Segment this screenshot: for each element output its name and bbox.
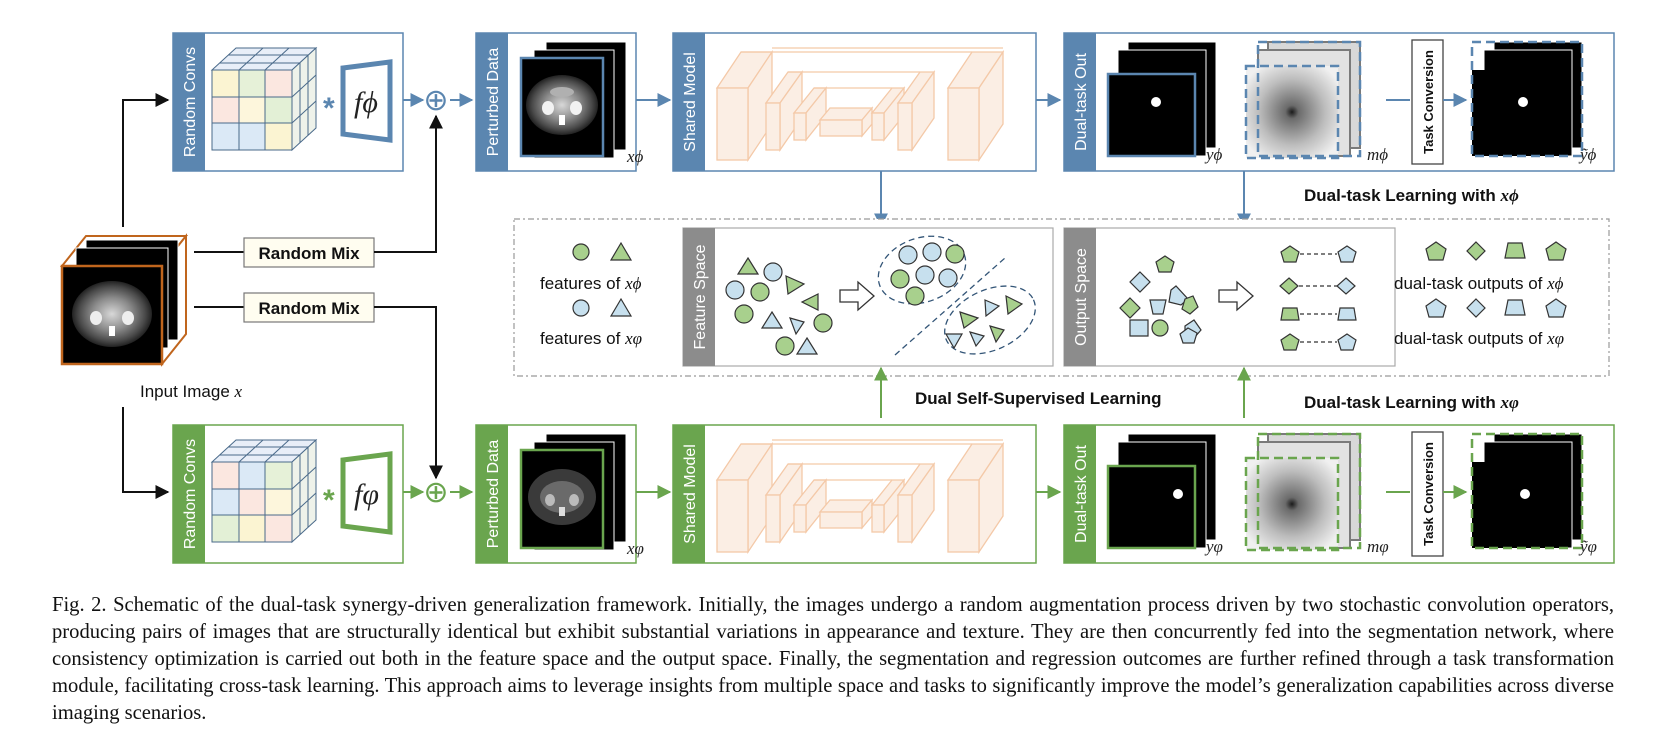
- output-space-label: Output Space: [1073, 248, 1090, 346]
- shared-model-box-varphi: Shared Model: [672, 424, 1037, 564]
- oplus-top: ⊕: [423, 83, 448, 118]
- unet-varphi: [715, 439, 1005, 555]
- figure-caption: Fig. 2. Schematic of the dual-task syner…: [52, 594, 1614, 724]
- input-image-label: Input Image x: [140, 382, 243, 401]
- converted-segmentation-phi: [1472, 70, 1560, 156]
- feature-scatter-mixed: [725, 256, 833, 356]
- m-varphi-label: mφ: [1367, 537, 1389, 556]
- random-convs-label-phi: Random Convs: [182, 47, 199, 157]
- task-conversion-label-phi: Task Conversion: [1421, 50, 1436, 154]
- outputs-of-phi-text: dual-task outputs of xϕ: [1394, 274, 1564, 293]
- ytilde-phi-label: ỹϕ: [1578, 145, 1597, 164]
- f-varphi-symbol: fφ: [354, 478, 379, 511]
- input-image-stack: [59, 233, 189, 367]
- dtl-varphi-title: Dual-task Learning with xφ: [1304, 393, 1519, 412]
- ct-image-varphi: [519, 448, 605, 550]
- feature-scatter-clustered: [877, 235, 1036, 356]
- kernel-cube-varphi: [210, 438, 318, 544]
- outputs-of-varphi-text: dual-task outputs of xφ: [1394, 329, 1564, 348]
- output-pairs: [1279, 245, 1357, 351]
- feature-space-label: Feature Space: [692, 244, 709, 349]
- dual-task-out-box-varphi: Dual-task Out yφ mφ Task Conversion ỹφ: [1063, 424, 1615, 564]
- shared-model-label-varphi: Shared Model: [682, 444, 699, 544]
- features-legend: features of xϕ features of xφ: [540, 241, 642, 348]
- shared-model-label-phi: Shared Model: [682, 52, 699, 152]
- converted-segmentation-varphi: [1472, 462, 1560, 548]
- distance-map-varphi: [1244, 456, 1340, 552]
- segmentation-map-varphi: [1106, 464, 1197, 550]
- framework-diagram: Random Convs * fϕ: [59, 32, 1615, 564]
- x-varphi-label: xφ: [626, 539, 644, 558]
- y-phi-label: yϕ: [1204, 145, 1223, 164]
- dtl-phi-title: Dual-task Learning with xϕ: [1304, 186, 1519, 205]
- unet-phi: [715, 47, 1005, 163]
- perturbed-data-label-varphi: Perturbed Data: [485, 440, 502, 549]
- perturbed-data-box-phi: Perturbed Data xϕ: [475, 32, 644, 172]
- perturbed-data-label-phi: Perturbed Data: [485, 48, 502, 157]
- arrow-input-to-convs-varphi: [122, 407, 170, 499]
- dual-task-out-label-varphi: Dual-task Out: [1073, 445, 1090, 543]
- ytilde-varphi-label: ỹφ: [1578, 537, 1597, 556]
- oplus-bottom: ⊕: [423, 475, 448, 510]
- arrow-mix-to-oplus-varphi: [374, 306, 443, 480]
- f-varphi-operator: fφ: [340, 451, 393, 535]
- arrow-input-to-convs-phi: [122, 93, 170, 227]
- m-phi-label: mϕ: [1367, 145, 1388, 164]
- y-varphi-label: yφ: [1204, 537, 1223, 556]
- random-convs-box-varphi: Random Convs * fφ: [172, 424, 404, 564]
- distance-map-phi: [1244, 64, 1340, 160]
- task-conversion-box-varphi: Task Conversion: [1411, 431, 1444, 557]
- f-phi-operator: fϕ: [340, 59, 393, 143]
- segmentation-map-phi: [1106, 72, 1197, 158]
- hollow-arrow-feature: [839, 280, 875, 312]
- kernel-cube-phi: [210, 46, 318, 152]
- conv-asterisk-varphi: *: [323, 484, 335, 517]
- outputs-legend: [1425, 241, 1567, 318]
- random-convs-box-phi: Random Convs * fϕ: [172, 32, 404, 172]
- random-convs-label-varphi: Random Convs: [182, 439, 199, 549]
- output-space-box: Output Space: [1063, 227, 1396, 367]
- input-ct-image: [60, 264, 164, 366]
- features-of-varphi-text: features of xφ: [540, 329, 642, 348]
- random-mix-box-bottom: Random Mix: [243, 292, 375, 323]
- random-mix-box-top: Random Mix: [243, 237, 375, 268]
- arrow-mix-to-oplus-phi: [374, 114, 443, 253]
- task-conversion-box-phi: Task Conversion: [1411, 39, 1444, 165]
- conv-asterisk-phi: *: [323, 92, 335, 125]
- task-conversion-label-varphi: Task Conversion: [1421, 442, 1436, 546]
- x-phi-label: xϕ: [626, 147, 644, 166]
- output-scatter-mixed: [1119, 255, 1202, 344]
- features-of-phi-text: features of xϕ: [540, 274, 642, 293]
- random-mix-label-top: Random Mix: [258, 244, 360, 263]
- random-mix-label-bottom: Random Mix: [258, 299, 360, 318]
- f-phi-symbol: fϕ: [354, 86, 378, 119]
- feature-space-box: Feature Space: [682, 227, 1054, 367]
- hollow-arrow-output: [1218, 280, 1254, 312]
- dual-task-out-label-phi: Dual-task Out: [1073, 53, 1090, 151]
- ct-image-phi: [519, 56, 605, 158]
- perturbed-data-box-varphi: Perturbed Data xφ: [475, 424, 644, 564]
- dual-ssl-title: Dual Self-Supervised Learning: [915, 389, 1162, 408]
- dual-ssl-region: [513, 218, 1610, 377]
- shared-model-box-phi: Shared Model: [672, 32, 1037, 172]
- dual-task-out-box-phi: Dual-task Out yϕ mϕ Task Conversion ỹϕ: [1063, 32, 1615, 172]
